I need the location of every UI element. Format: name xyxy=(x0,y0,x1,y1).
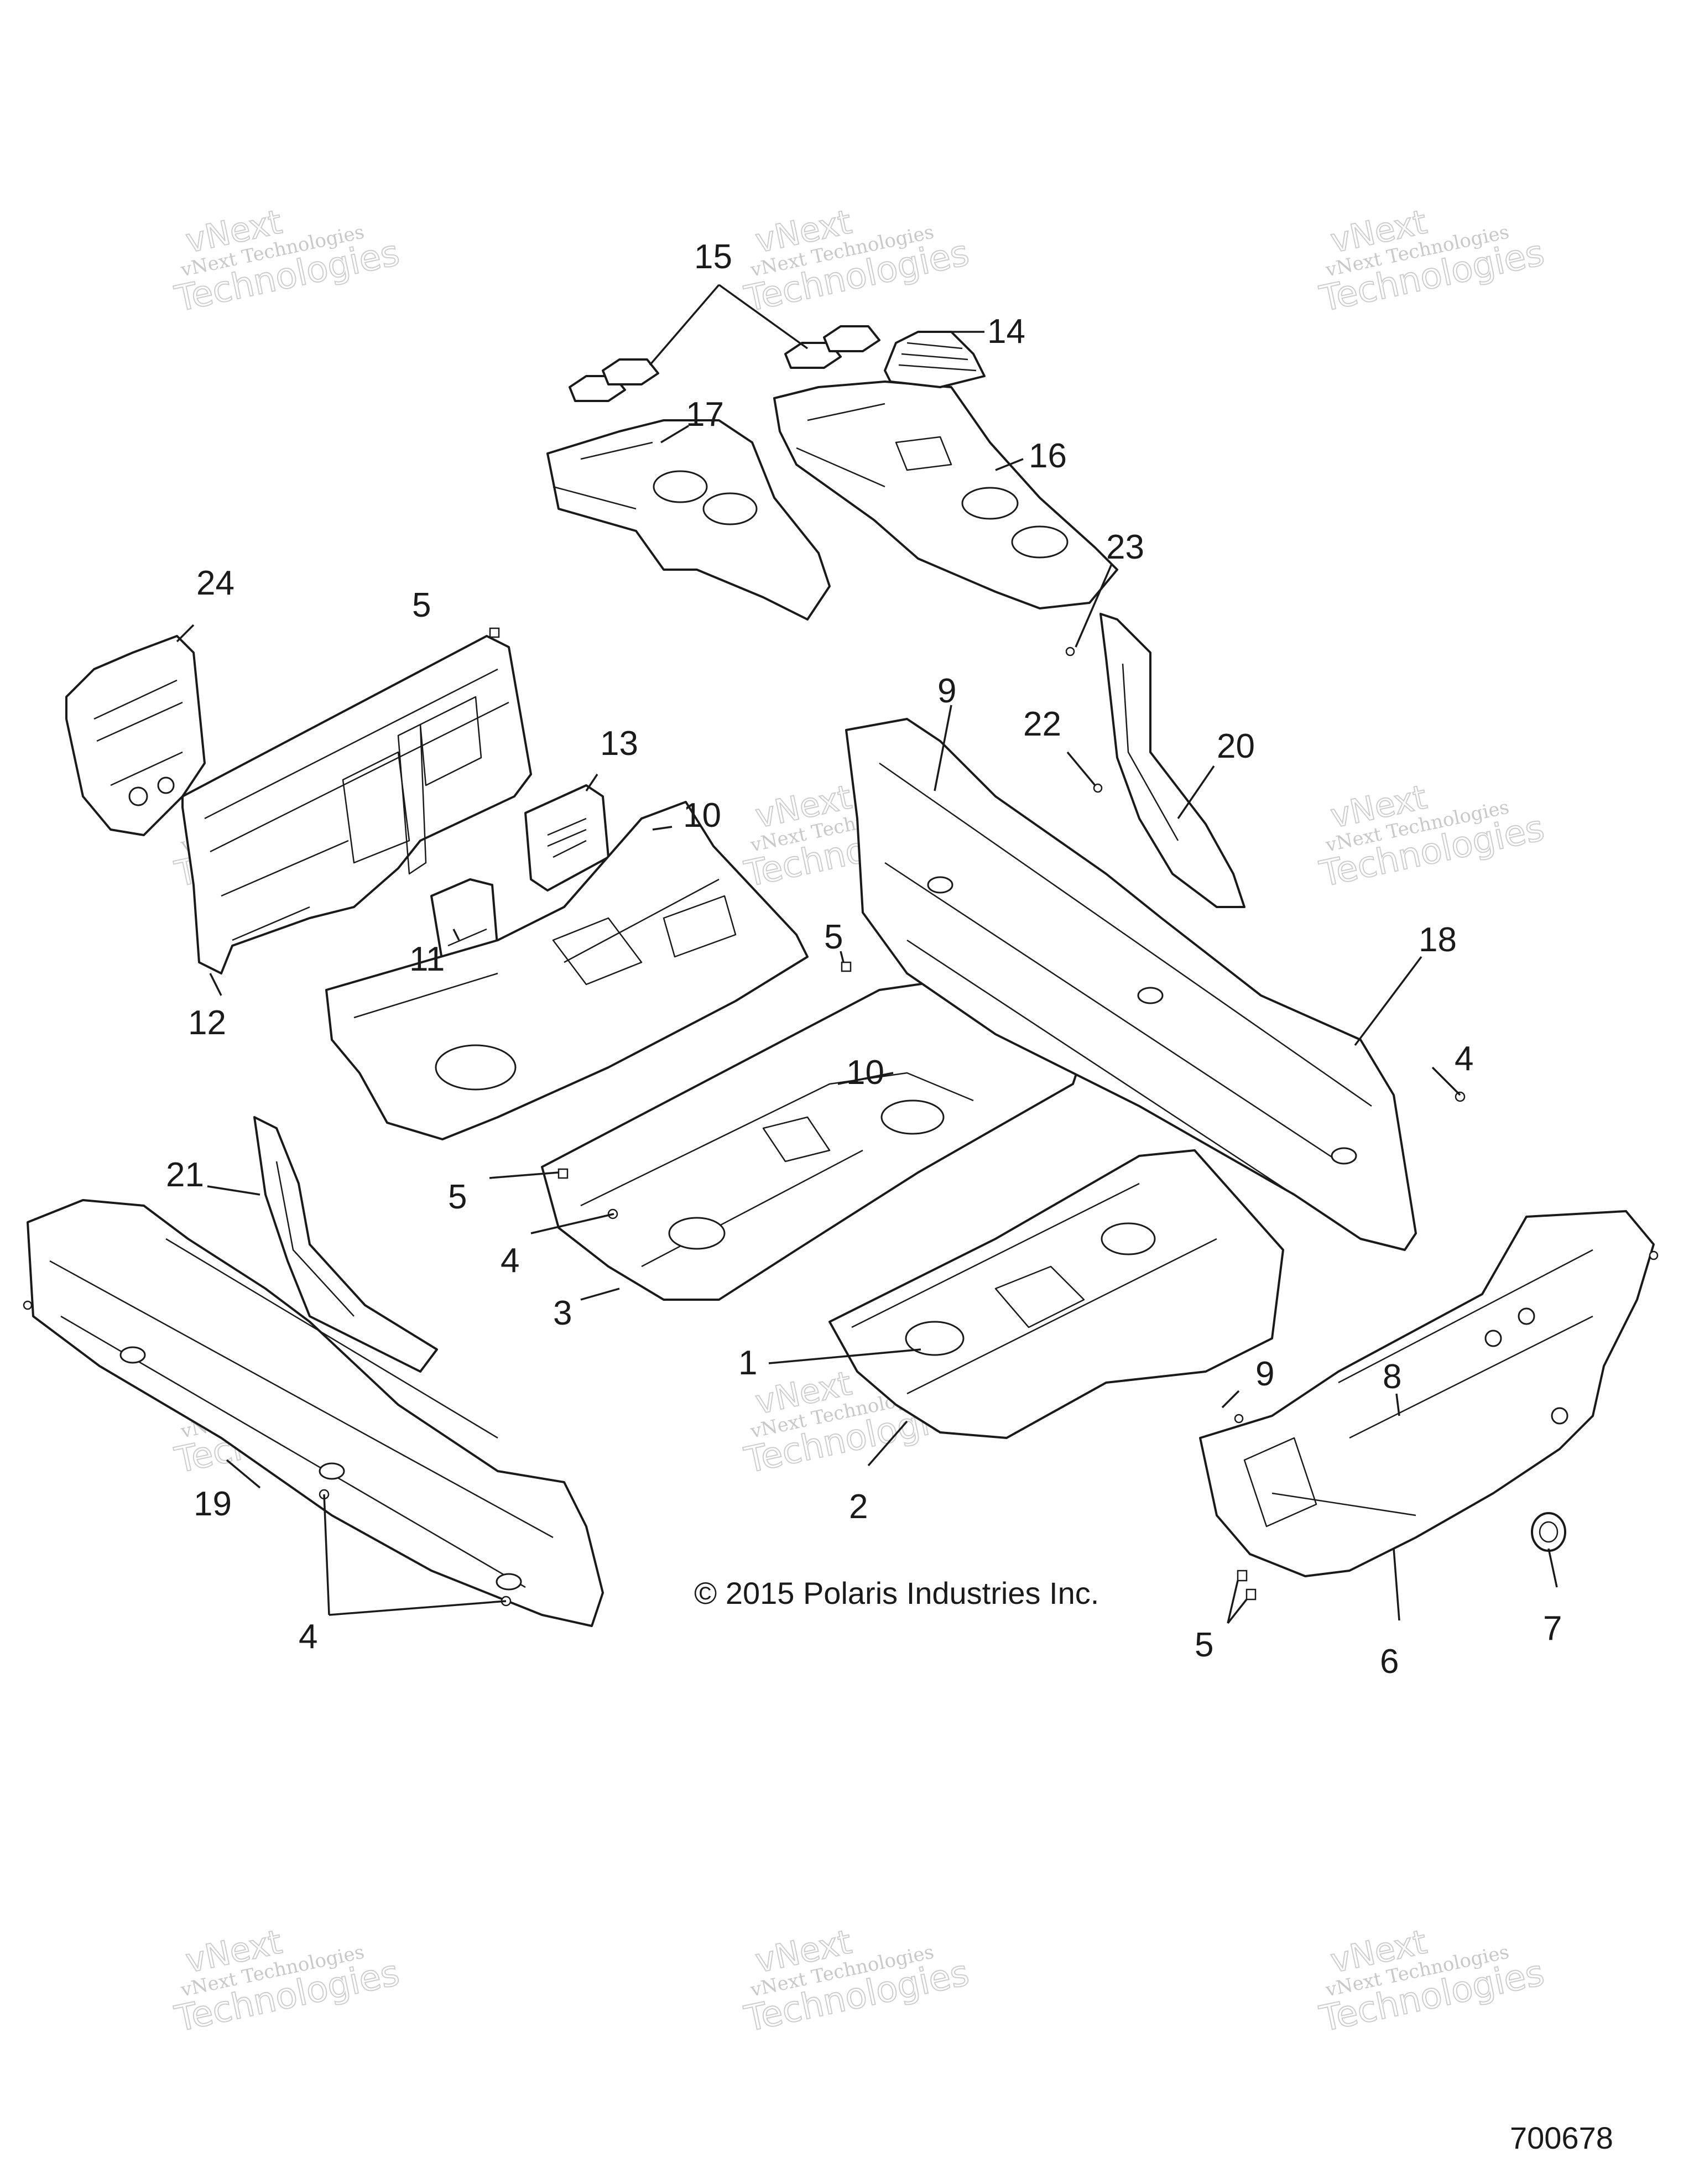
drawing-number: 700678 xyxy=(1510,2120,1613,2155)
callout-18: 18 xyxy=(1419,921,1457,959)
callout-15: 15 xyxy=(694,238,732,276)
leader-lines xyxy=(176,284,1558,1624)
callout-13: 13 xyxy=(600,724,638,763)
part-18-rocker xyxy=(845,718,1417,1251)
fasteners xyxy=(23,627,1659,1607)
part-15-caps xyxy=(569,325,880,402)
watermark: vNext vNext Technologies Technologies xyxy=(1316,777,1549,895)
callout-11: 11 xyxy=(409,940,445,978)
callout-9: 9 xyxy=(1255,1355,1274,1393)
watermark: vNext vNext Technologies Technologies xyxy=(171,1922,404,2040)
callout-22: 22 xyxy=(1023,705,1061,743)
callout-3: 3 xyxy=(553,1294,572,1332)
callout-5: 5 xyxy=(412,586,431,624)
callout-24: 24 xyxy=(196,564,234,602)
callout-12: 12 xyxy=(188,1004,226,1042)
callout-9: 9 xyxy=(937,672,956,710)
callout-17: 17 xyxy=(686,395,724,434)
watermark: vNext vNext Technologies Technologies xyxy=(171,202,404,320)
callout-19: 19 xyxy=(194,1485,232,1523)
watermark: vNext vNext Technologies Technologies xyxy=(1316,1922,1549,2040)
callout-4: 4 xyxy=(501,1242,519,1280)
watermark: vNext vNext Technologies Technologies xyxy=(741,1922,973,2040)
watermark: vNext vNext Technologies Technologies xyxy=(1316,202,1549,320)
callout-10: 10 xyxy=(846,1054,884,1092)
callouts: 1 2 3 4 4 4 4 5 5 5 5 5 6 7 8 9 9 10 10 … xyxy=(166,238,1562,1681)
part-14-boot xyxy=(884,331,986,388)
part-21-pillar xyxy=(253,1116,438,1373)
callout-5: 5 xyxy=(1195,1626,1213,1664)
copyright-notice: © 2015 Polaris Industries Inc. xyxy=(694,1576,1099,1610)
callout-6: 6 xyxy=(1380,1643,1399,1681)
callout-21: 21 xyxy=(166,1156,204,1194)
part-12-dash-panel xyxy=(181,635,532,974)
callout-4: 4 xyxy=(299,1618,317,1656)
callout-10: 10 xyxy=(683,796,721,835)
callout-1: 1 xyxy=(738,1344,757,1382)
part-20-pillar xyxy=(1099,613,1245,908)
part-16-console xyxy=(773,380,1118,609)
callout-4: 4 xyxy=(1455,1040,1473,1078)
part-17-console xyxy=(546,419,831,621)
part-2-floor-pan xyxy=(828,1149,1284,1439)
part-10-tub-upper xyxy=(325,801,809,1140)
callout-2: 2 xyxy=(849,1488,868,1526)
watermark: vNext vNext Technologies Technologies xyxy=(741,202,973,320)
part-24-cover xyxy=(65,635,206,836)
callout-5: 5 xyxy=(448,1178,467,1216)
callout-14: 14 xyxy=(987,312,1025,351)
callout-23: 23 xyxy=(1106,528,1144,566)
part-6-bulkhead xyxy=(1199,1210,1655,1577)
part-7-grommet xyxy=(1531,1512,1566,1552)
callout-7: 7 xyxy=(1543,1609,1562,1648)
callout-8: 8 xyxy=(1383,1358,1401,1396)
part-19-rocker xyxy=(27,1199,604,1627)
callout-16: 16 xyxy=(1029,437,1067,475)
callout-5: 5 xyxy=(824,918,843,956)
callout-20: 20 xyxy=(1217,727,1255,765)
